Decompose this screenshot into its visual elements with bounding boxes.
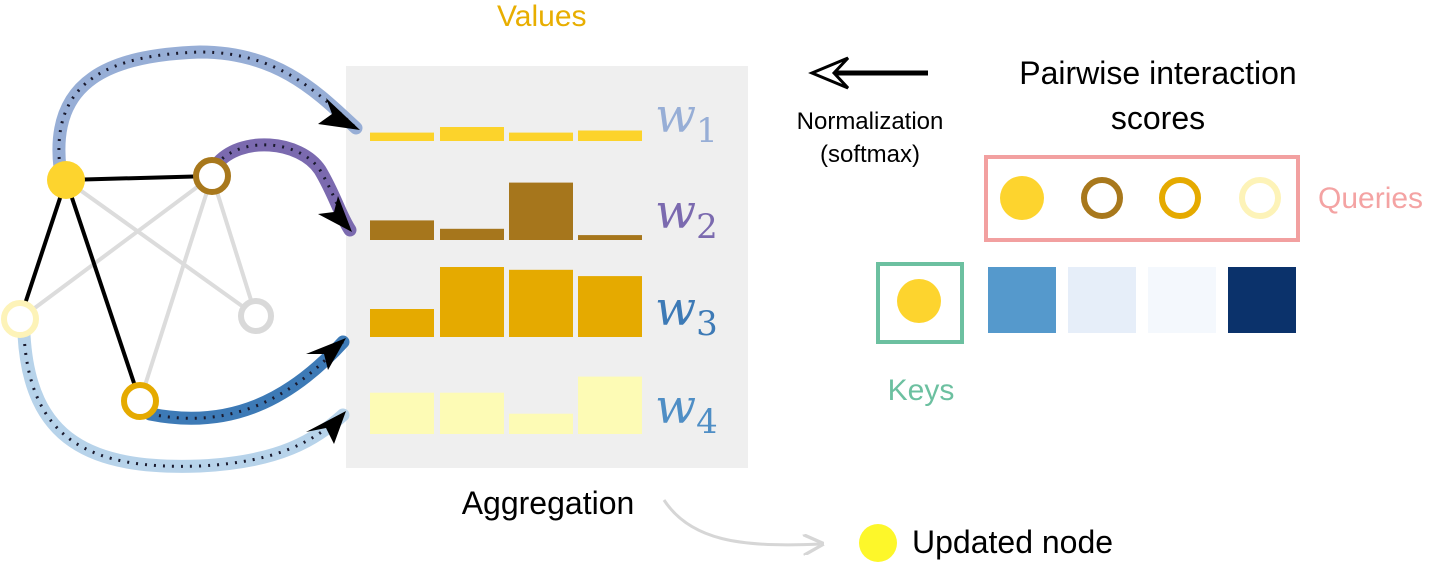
svg-text:w4: w4 [655,379,718,442]
node-pale [1,300,39,338]
values-label: Values [497,0,587,33]
value-bar-4-3 [509,413,573,434]
query-node-brown [1081,177,1123,219]
svg-text:w2: w2 [655,184,718,247]
updated-node-icon [859,524,897,562]
value-bar-4-2 [440,392,504,434]
pairwise-title-line1: Pairwise interaction [1019,55,1296,91]
key-node-yellow [897,279,941,323]
normalization-label: Normalization [797,108,944,135]
queries-box [984,155,1300,242]
value-bar-1-4 [578,130,642,141]
score-square-2 [1068,267,1136,333]
weight-w1: w1 [655,88,718,151]
weight-w4: w4 [655,379,718,442]
value-bar-1-1 [370,132,434,141]
query-node-gold [1159,177,1201,219]
keys-box [876,262,964,344]
value-bar-1-3 [509,132,573,141]
svg-text:w3: w3 [655,281,718,344]
query-node-pale [1239,177,1281,219]
arrow-to-w2 [209,138,357,237]
graph-gray-edges [18,174,258,402]
arrow-to-w4 [17,328,350,473]
curved-arrow-icon [662,499,820,545]
node-gray [238,298,274,334]
score-square-1 [988,267,1056,333]
value-bar-3-1 [370,309,434,337]
node-query-yellow [47,161,85,199]
node-brown [193,157,231,195]
value-bar-3-4 [578,276,642,337]
queries-label: Queries [1318,182,1423,215]
value-bar-4-4 [578,376,642,434]
aggregation-label: Aggregation [462,485,635,521]
value-bar-2-4 [578,235,642,240]
value-bar-1-2 [440,127,504,141]
value-bar-2-2 [440,228,504,240]
weight-w3: w3 [655,281,718,344]
query-node-yellow [1000,176,1044,220]
arrow-to-w3 [143,335,350,425]
svg-text:w1: w1 [655,88,718,151]
value-bar-4-1 [370,392,434,434]
node-gold [121,382,159,420]
score-square-4 [1228,267,1296,333]
value-bar-3-2 [440,267,504,337]
arrow-to-w1 [52,45,363,175]
weight-w2: w2 [655,184,718,247]
value-bar-2-3 [509,182,573,240]
value-bar-3-3 [509,269,573,337]
value-bars [370,127,642,434]
softmax-label: (softmax) [820,141,920,168]
value-bar-2-1 [370,220,434,240]
score-square-3 [1148,267,1216,333]
left-arrow-icon [808,56,928,90]
updated-node-label: Updated node [912,524,1113,560]
graph-black-edges [18,174,213,402]
keys-label: Keys [888,374,955,407]
pairwise-title-line2: scores [1111,100,1205,136]
